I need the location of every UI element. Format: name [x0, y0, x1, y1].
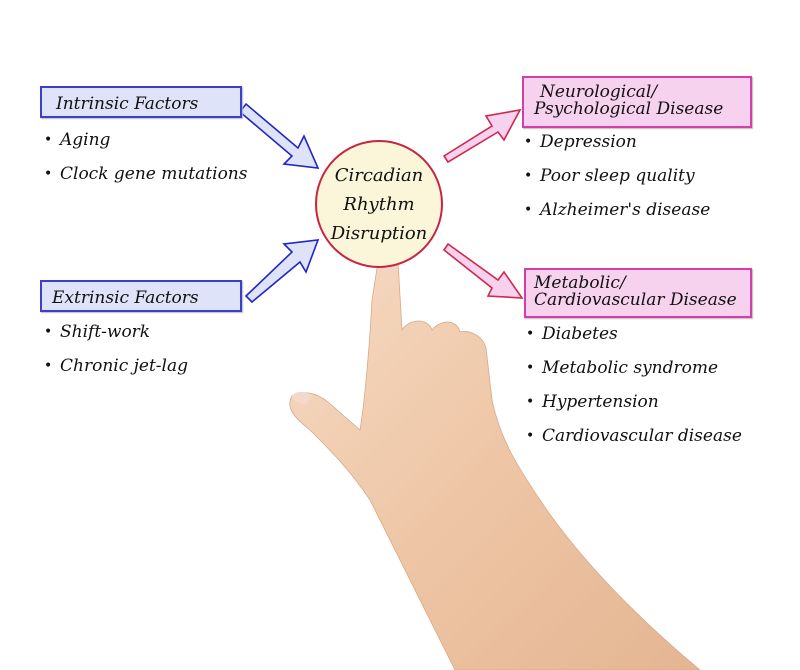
- list-item: Chronic jet-lag: [40, 356, 188, 390]
- list-item: Depression: [520, 132, 710, 166]
- extrinsic-factors-list: Shift-work Chronic jet-lag: [40, 322, 188, 390]
- list-item: Metabolic syndrome: [522, 358, 742, 392]
- list-item: Diabetes: [522, 324, 742, 358]
- list-item: Cardiovascular disease: [522, 426, 742, 460]
- extrinsic-factors-title: Extrinsic Factors: [52, 288, 199, 308]
- metabolic-title-line-2: Cardiovascular Disease: [534, 290, 737, 310]
- list-item: Clock gene mutations: [40, 164, 247, 198]
- neurological-title-line-2: Psychological Disease: [534, 99, 724, 119]
- metabolic-disease-box: Metabolic/ Cardiovascular Disease: [524, 268, 752, 318]
- list-item: Alzheimer's disease: [520, 200, 710, 234]
- center-line-2: Rhythm: [343, 193, 415, 215]
- list-item: Hypertension: [522, 392, 742, 426]
- neurological-disease-box: Neurological/ Psychological Disease: [522, 76, 752, 128]
- list-item: Aging: [40, 130, 247, 164]
- intrinsic-factors-title: Intrinsic Factors: [56, 94, 199, 114]
- arrow-intrinsic-to-center: [238, 102, 320, 169]
- arrow-extrinsic-to-center: [244, 239, 320, 304]
- extrinsic-factors-box: Extrinsic Factors: [40, 280, 242, 312]
- thumbnail: [292, 391, 312, 404]
- neurological-title-line-1: Neurological/: [540, 82, 658, 102]
- neurological-disease-list: Depression Poor sleep quality Alzheimer'…: [520, 132, 710, 234]
- list-item: Poor sleep quality: [520, 166, 710, 200]
- arrow-center-to-metabolic: [442, 242, 524, 299]
- center-line-1: Circadian: [334, 164, 424, 186]
- metabolic-disease-list: Diabetes Metabolic syndrome Hypertension…: [522, 324, 742, 460]
- center-line-3: Disruption: [330, 222, 428, 244]
- central-node-circadian-rhythm-disruption: Circadian Rhythm Disruption: [315, 140, 443, 268]
- intrinsic-factors-box: Intrinsic Factors: [40, 86, 242, 118]
- metabolic-title-line-1: Metabolic/: [534, 273, 626, 293]
- intrinsic-factors-list: Aging Clock gene mutations: [40, 130, 247, 198]
- list-item: Shift-work: [40, 322, 188, 356]
- arrow-center-to-neurological: [442, 108, 522, 164]
